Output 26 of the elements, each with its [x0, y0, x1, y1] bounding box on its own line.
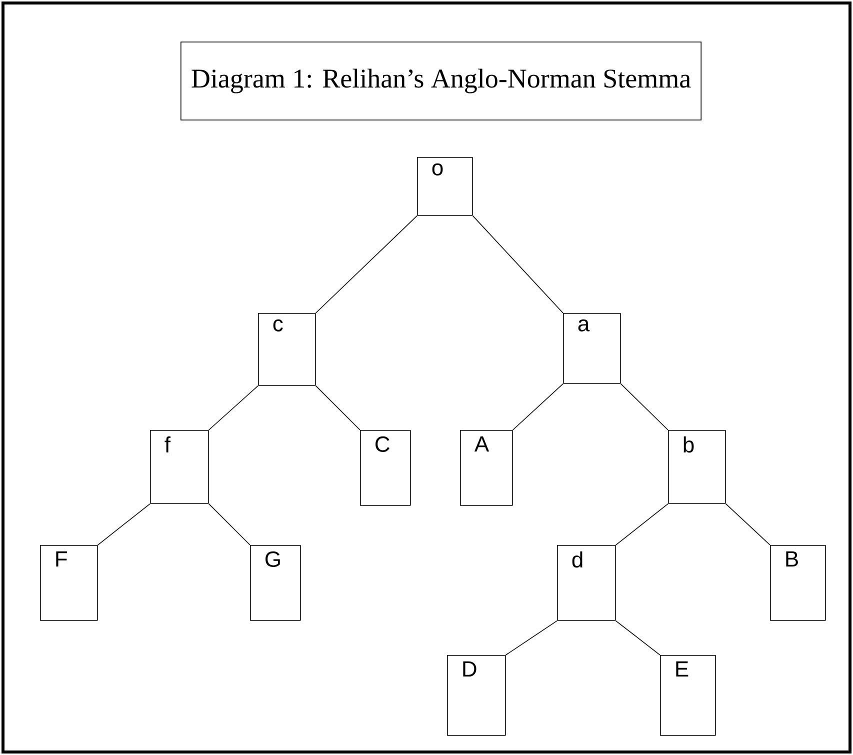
node-box: b [668, 430, 726, 504]
connector-line [315, 385, 360, 430]
node-box: c [258, 313, 316, 386]
connector-line [615, 503, 668, 546]
connector-line [472, 215, 564, 314]
node-box: d [557, 545, 616, 621]
title-box: Diagram 1: Relihan’s Anglo-Norman Stemma [180, 42, 702, 120]
connector-line [208, 503, 250, 546]
connector-line [620, 383, 668, 430]
connector-line [315, 215, 418, 314]
node-box: E [660, 655, 716, 736]
node-box: A [460, 430, 513, 506]
node-box: F [40, 545, 98, 621]
connector-line [97, 503, 150, 546]
connector-line [505, 620, 558, 656]
node-box: o [417, 157, 473, 216]
connector-line [615, 620, 660, 656]
node-box: C [360, 430, 411, 506]
node-box: B [770, 545, 826, 621]
node-box: D [447, 655, 506, 736]
connector-line [725, 503, 770, 546]
connector-line [512, 383, 564, 430]
node-box: G [250, 545, 301, 621]
connector-line [208, 385, 258, 430]
node-box: f [150, 430, 209, 504]
node-box: a [563, 313, 621, 384]
